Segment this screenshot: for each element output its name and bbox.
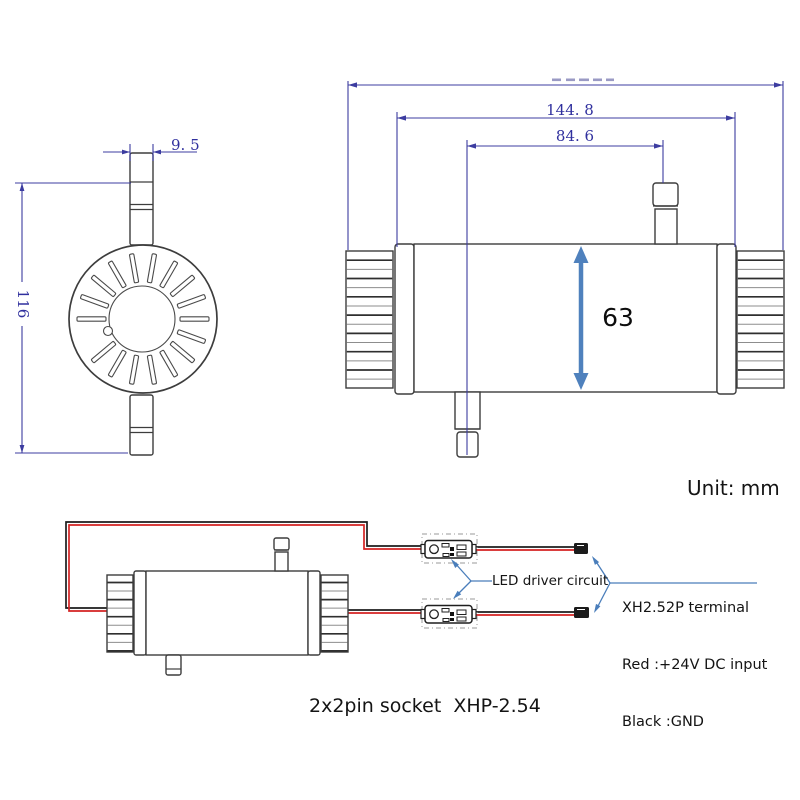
socket-caption: 2x2pin socket XHP-2.54 <box>309 695 541 717</box>
front-bottom-stem <box>129 394 154 456</box>
led-driver-modules <box>420 533 478 629</box>
wire-pair-upper <box>65 521 576 612</box>
dim-116-label: 116 <box>14 282 32 326</box>
side-right-fins <box>736 250 785 389</box>
dim-84-6-label: 84. 6 <box>555 127 595 145</box>
terminal-black-line: Black :GND <box>622 714 704 730</box>
terminal-connectors <box>574 543 589 618</box>
side-left-collar <box>394 243 415 395</box>
wire-pair-lower <box>348 609 576 616</box>
terminal-title: XH2.52P terminal <box>622 600 750 616</box>
led-driver-label: LED driver circuit <box>492 573 609 589</box>
front-radial-fins <box>76 253 210 385</box>
side-body <box>413 243 718 393</box>
unit-label: Unit: mm <box>687 476 780 500</box>
driver-label-leaders <box>451 559 492 599</box>
terminal-upper <box>574 543 588 554</box>
dim-9-5-lines <box>103 144 197 161</box>
dim-63-arrow <box>573 246 589 390</box>
dim-9-5-label: 9. 5 <box>171 136 200 154</box>
front-inner-circle <box>108 285 176 353</box>
terminal-lower <box>574 607 589 618</box>
dim-144-8-label: 144. 8 <box>546 101 594 119</box>
terminal-label-leaders <box>592 556 757 613</box>
dim-63-label: 63 <box>602 303 634 332</box>
side-left-fins <box>345 250 394 389</box>
side-right-collar <box>716 243 737 395</box>
side-dimension-lines <box>347 78 784 455</box>
front-top-stem <box>129 152 154 246</box>
terminal-red-line: Red :+24V DC input <box>622 657 768 673</box>
wiring-diagram <box>65 521 757 676</box>
front-screw-hole <box>102 325 114 337</box>
terminal-info-block: XH2.52P terminal Red :+24V DC input Blac… <box>622 561 767 770</box>
side-top-stem <box>652 182 679 207</box>
lamp-small-view <box>106 537 349 676</box>
lamp-side-view <box>345 78 785 458</box>
heatsink-front-view <box>15 144 218 456</box>
